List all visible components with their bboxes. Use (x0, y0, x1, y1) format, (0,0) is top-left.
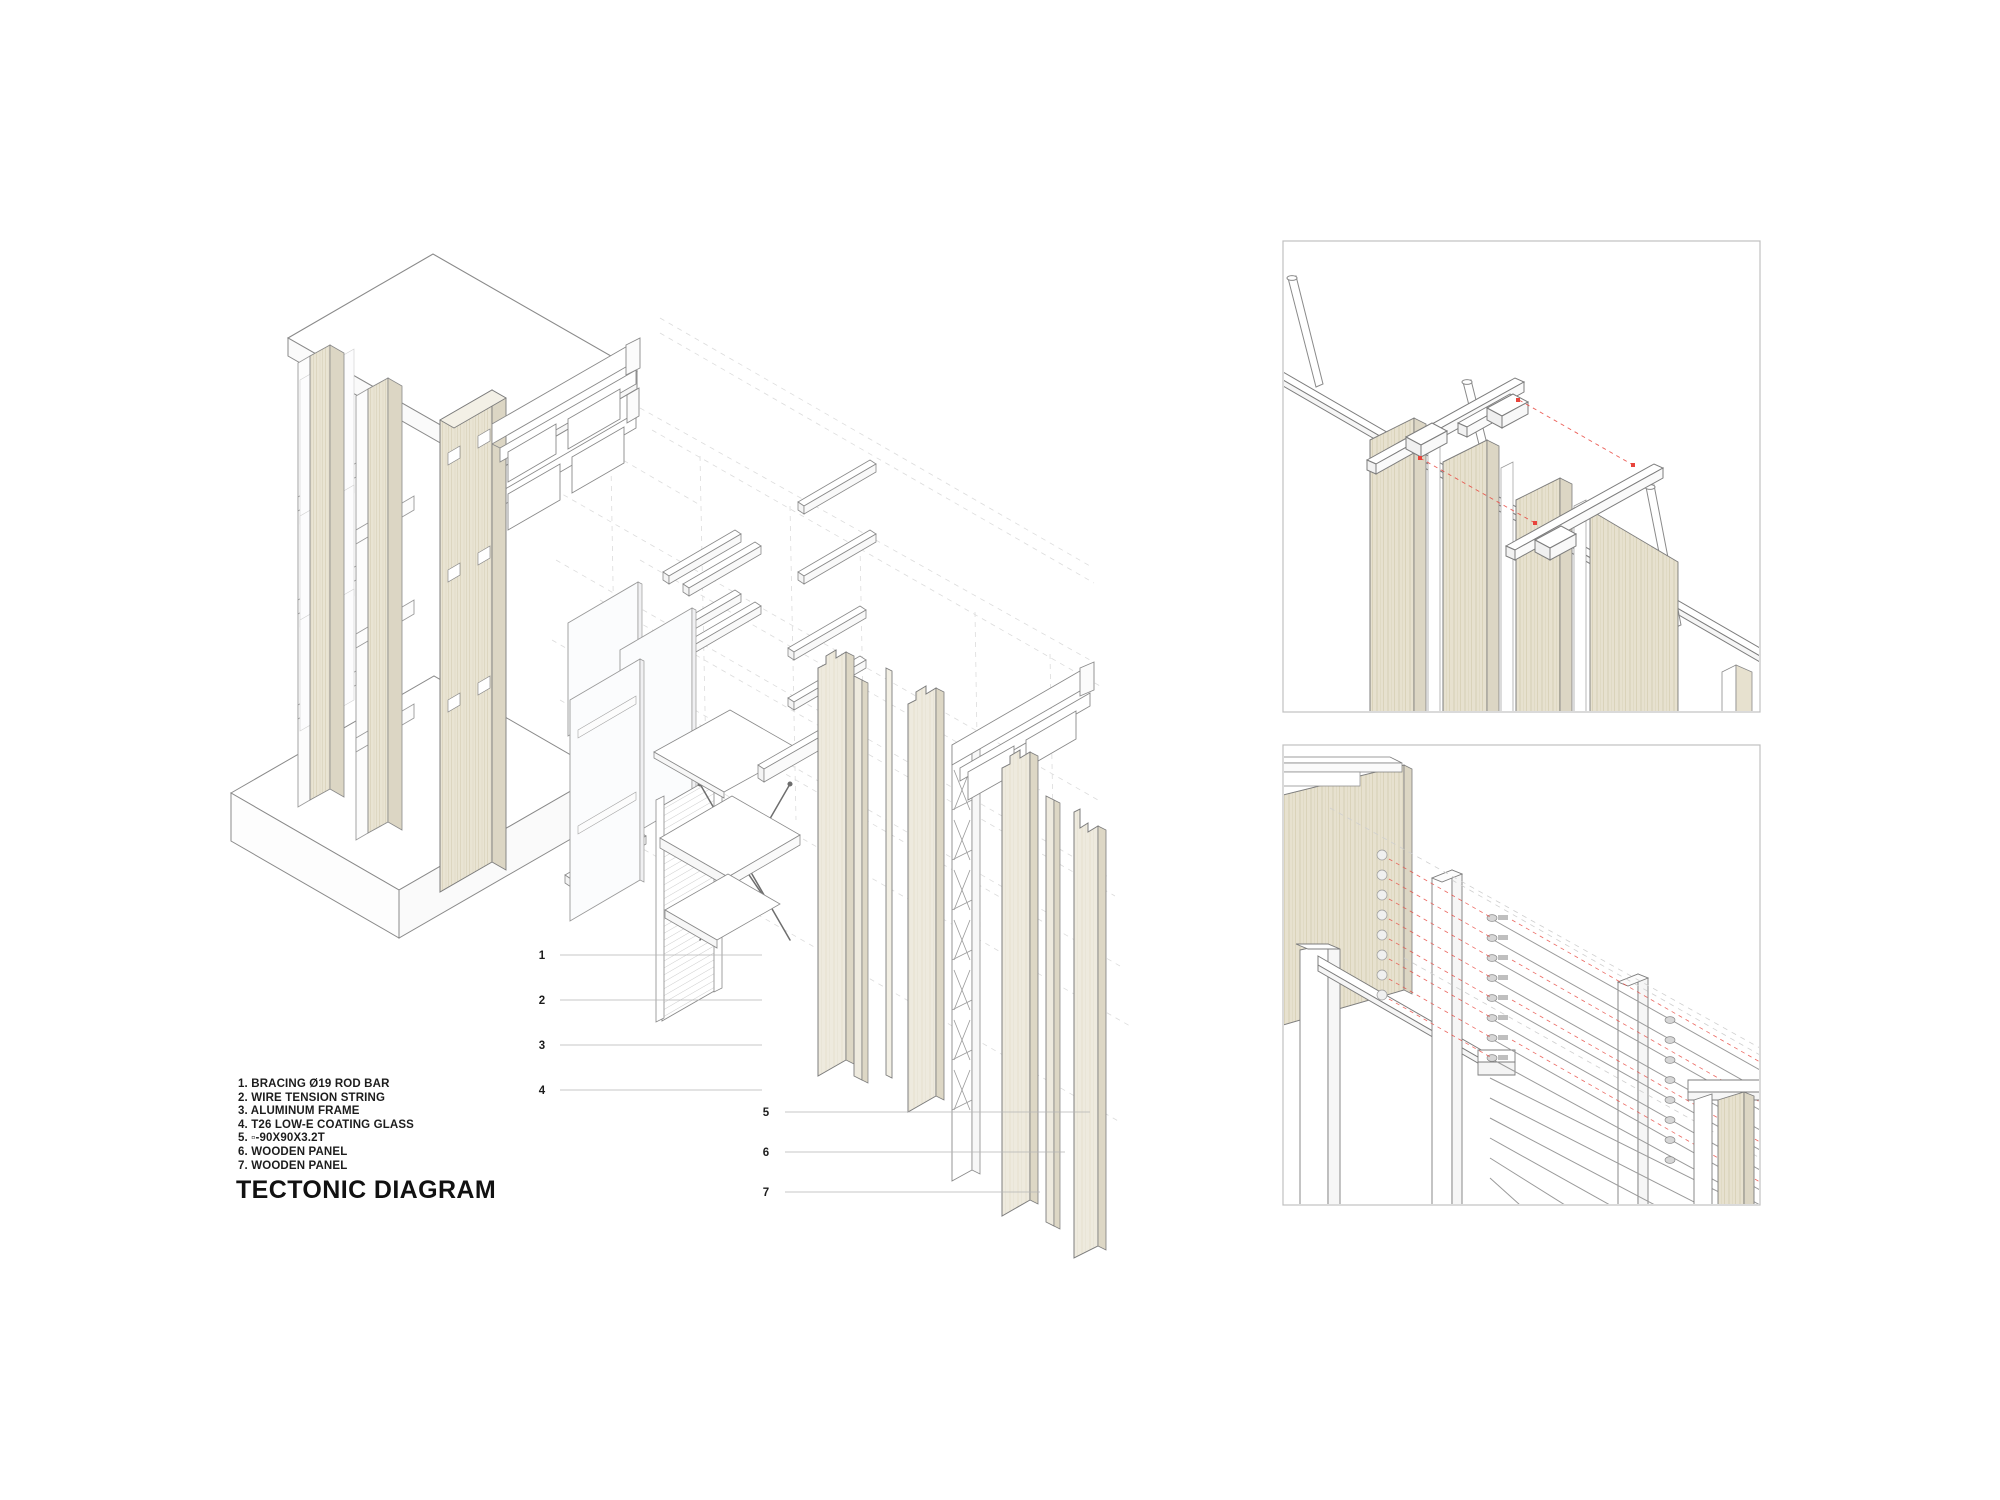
wooden-panel-truss-right-a (1001, 749, 1039, 1217)
corner-beam-frame (491, 337, 641, 483)
legend-item-7: 7. WOODEN PANEL (238, 1159, 348, 1172)
callout-number-2: 2 (539, 995, 545, 1007)
legend-item-4: 4. T26 LOW-E COATING GLASS (238, 1118, 414, 1131)
callout-number-6: 6 (763, 1147, 769, 1159)
detail-top-wooden-panel-right (1589, 509, 1679, 711)
callout-number-7: 7 (763, 1187, 769, 1199)
detail-top-corner-element (1721, 664, 1753, 711)
legend-item-6: 6. WOODEN PANEL (238, 1145, 348, 1158)
wooden-panel-profile-4 (907, 685, 945, 1113)
legend-item-3: 3. ALUMINUM FRAME (238, 1105, 360, 1118)
detail-bottom-left-mullion (1295, 943, 1341, 1204)
callout-number-1: 1 (539, 950, 546, 962)
wooden-panel-truss-right-c (1073, 808, 1107, 1259)
wooden-panel-profile-2 (853, 675, 869, 1084)
wooden-column-corner (439, 389, 507, 893)
shelf-plate-group (653, 709, 833, 949)
detail-panel-top (1282, 240, 1761, 713)
detail-top-upper-track (1365, 377, 1526, 475)
wooden-panel-truss-right-b (1045, 795, 1061, 1230)
callout-group-left: 1 2 3 4 (539, 950, 762, 1097)
callout-number-4: 4 (539, 1085, 546, 1097)
wooden-column-mid (367, 377, 403, 834)
detail-top-lower-track (1504, 463, 1665, 561)
detail-bottom-right-post (1616, 973, 1650, 1204)
detail-top-alignment-nodes (1418, 398, 1635, 525)
detail-bottom-center-post (1430, 869, 1464, 1204)
detail-bottom-rail-shoe (1477, 1049, 1516, 1076)
detail-bottom-right-wooden-panels (1687, 1079, 1759, 1204)
low-e-glass-panel-group (567, 581, 697, 922)
detail-bottom-alignment-lines (1381, 854, 1759, 1182)
detail-bottom-anchor-fittings-right (1664, 1016, 1676, 1164)
legend-item-5: 5. ▫-90X90X3.2T (238, 1132, 325, 1145)
detail-bottom-panel-anchors (1376, 849, 1388, 1001)
callout-number-5: 5 (763, 1107, 770, 1119)
legend-item-1: 1. BRACING Ø19 ROD BAR (238, 1078, 390, 1090)
page-title: TECTONIC DIAGRAM (236, 1176, 497, 1204)
detail-panel-bottom (1282, 744, 1761, 1206)
legend-item-2: 2. WIRE TENSION STRING (238, 1091, 386, 1104)
callout-number-3: 3 (539, 1040, 545, 1052)
detail-top-alignment-lines (1419, 399, 1634, 524)
right-beam-frame (951, 661, 1095, 801)
legend-block: 1. BRACING Ø19 ROD BAR 2. WIRE TENSION S… (238, 1078, 658, 1173)
detail-top-wooden-panels-left (1369, 417, 1587, 711)
wooden-column-left (309, 344, 345, 801)
callout-group-right: 5 6 7 (763, 1107, 1090, 1199)
wooden-panel-profile-1 (817, 649, 855, 1077)
wooden-panel-profile-3 (885, 667, 893, 1079)
lattice-truss-column (951, 733, 981, 1182)
main-exploded-axonometric (229, 253, 1131, 1259)
